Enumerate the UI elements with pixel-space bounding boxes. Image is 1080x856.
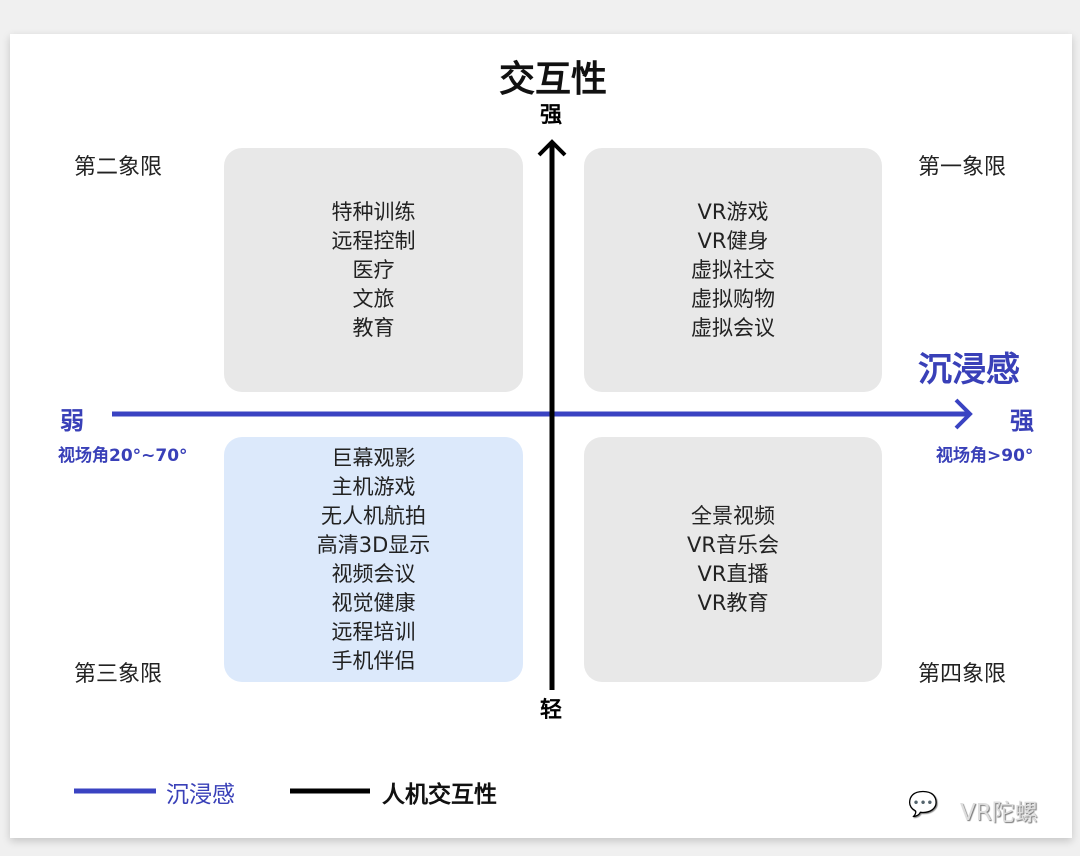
list-item: 巨幕观影 <box>331 445 416 470</box>
list-item: 视觉健康 <box>331 590 416 615</box>
x-axis-arrow-icon <box>954 398 973 430</box>
quadrant-4-box: 全景视频 VR音乐会 VR直播 VR教育 <box>584 437 882 682</box>
list-item: 虚拟会议 <box>691 315 775 340</box>
list-item: 特种训练 <box>331 199 416 224</box>
x-axis-right-label: 强 <box>1010 407 1034 435</box>
x-axis-left-sublabel: 视场角20°~70° <box>58 446 188 466</box>
diagram-card <box>10 34 1072 838</box>
x-axis-left-label: 弱 <box>60 407 84 435</box>
quadrant-2-box: 特种训练 远程控制 医疗 文旅 教育 <box>224 148 523 392</box>
quadrant-3-label: 第三象限 <box>74 662 163 687</box>
list-item: VR游戏 <box>697 199 769 224</box>
list-item: VR直播 <box>697 561 769 586</box>
list-item: 主机游戏 <box>331 474 416 499</box>
list-item: VR音乐会 <box>687 532 779 557</box>
list-item: 视频会议 <box>331 561 416 586</box>
legend-label-interaction: 人机交互性 <box>382 782 497 808</box>
list-item: 无人机航拍 <box>321 503 426 528</box>
list-item: 高清3D显示 <box>316 532 431 557</box>
list-item: 虚拟社交 <box>691 257 775 282</box>
list-item: VR健身 <box>697 228 769 253</box>
quadrant-4-label: 第四象限 <box>918 662 1007 687</box>
watermark-chat-icon: 💬 <box>908 790 938 818</box>
quadrant-3-box: 巨幕观影 主机游戏 无人机航拍 高清3D显示 视频会议 视觉健康 远程培训 手机… <box>224 437 523 682</box>
x-axis-title: 沉浸感 <box>918 350 1020 390</box>
x-axis-right-sublabel: 视场角>90° <box>936 446 1034 466</box>
list-item: 医疗 <box>352 257 395 282</box>
list-item: 全景视频 <box>691 503 775 528</box>
list-item: 教育 <box>352 315 395 340</box>
list-item: 虚拟购物 <box>691 286 775 311</box>
watermark: VR陀螺 <box>960 800 1038 826</box>
y-axis-title: 交互性 <box>498 59 607 100</box>
quadrant-2-label: 第二象限 <box>74 155 163 180</box>
quadrant-1-box: VR游戏 VR健身 虚拟社交 虚拟购物 虚拟会议 <box>584 148 882 392</box>
list-item: 手机伴侣 <box>331 648 416 673</box>
list-item: 远程培训 <box>331 619 416 644</box>
y-axis-bottom-label: 轻 <box>540 698 563 723</box>
legend-label-immersion: 沉浸感 <box>166 782 235 808</box>
list-item: VR教育 <box>697 590 769 615</box>
list-item: 文旅 <box>352 286 395 311</box>
quadrant-1-label: 第一象限 <box>918 155 1007 180</box>
y-axis-top-label: 强 <box>540 103 563 128</box>
list-item: 远程控制 <box>331 228 416 253</box>
y-axis-arrow-icon <box>537 139 567 157</box>
